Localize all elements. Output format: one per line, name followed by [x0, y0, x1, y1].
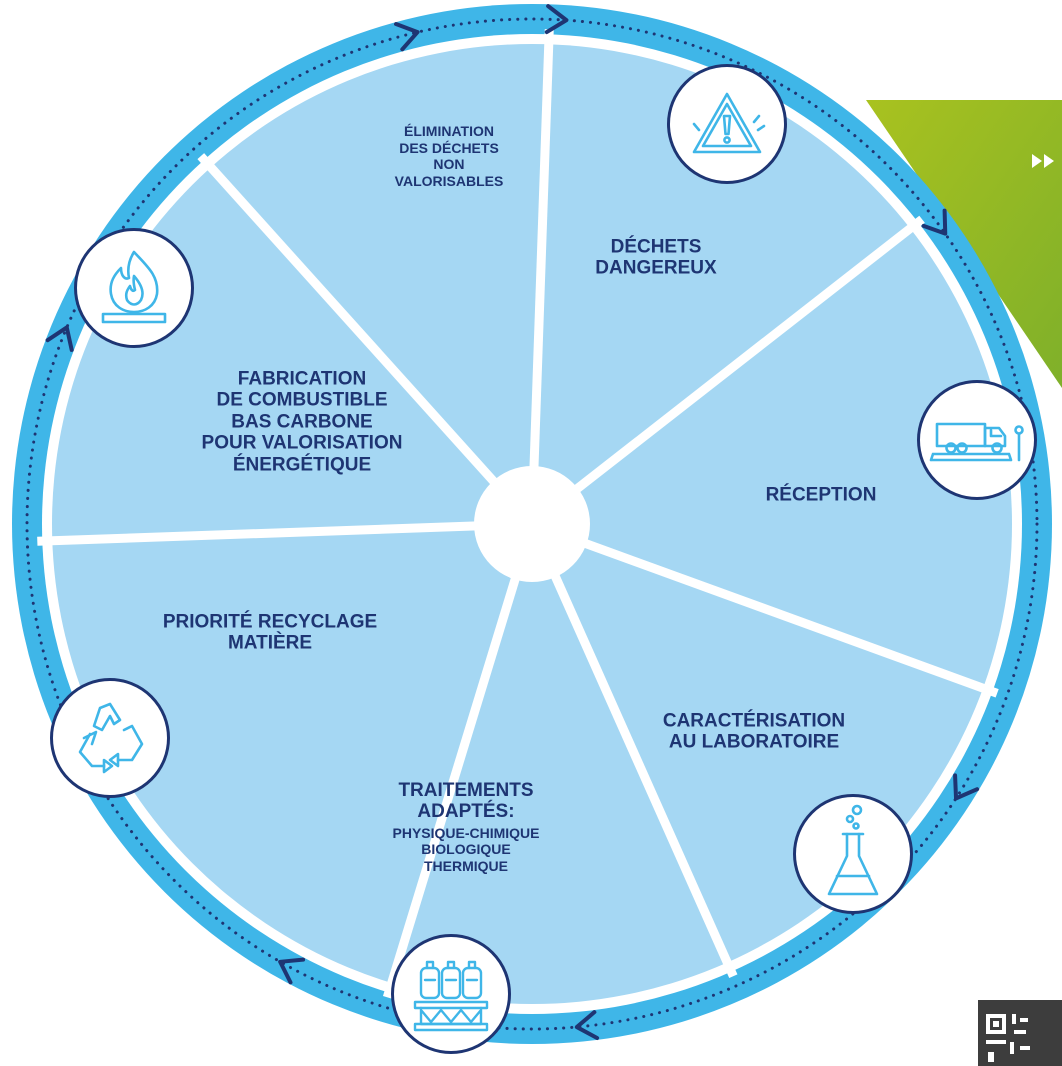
- truck-weighbridge-icon: [929, 422, 1024, 462]
- label-line: BAS CARBONE: [231, 411, 373, 433]
- segment-divider: [529, 215, 925, 528]
- label-line: DÉCHETS: [610, 236, 702, 258]
- qr-code-icon: [978, 1000, 1062, 1066]
- arrow-chevron: [278, 957, 306, 985]
- label-line: MATIÈRE: [227, 633, 313, 654]
- segment-divider: [530, 519, 999, 698]
- label-line: POUR VALORISATION: [201, 432, 403, 454]
- flask-badge: [793, 794, 913, 914]
- label-reception: RÉCEPTION: [766, 484, 877, 505]
- dotted-path: [25, 17, 1039, 1031]
- laboratory-flask-icon: [827, 804, 879, 896]
- segment-divider: [382, 522, 537, 999]
- segment-divider: [37, 519, 533, 546]
- label-line: AU LABORATOIRE: [668, 732, 840, 753]
- direction-arrow: [953, 773, 980, 801]
- label-line: DES DÉCHETS: [399, 139, 499, 156]
- warning-badge: [667, 64, 787, 184]
- wheel-hub: [474, 466, 590, 582]
- direction-arrow: [278, 957, 306, 985]
- label-line: BIOLOGIQUE: [421, 841, 511, 858]
- truck-badge: [917, 380, 1037, 500]
- arrow-chevron: [953, 773, 980, 801]
- direction-arrow: [544, 4, 569, 35]
- arrow-chevron: [921, 208, 948, 236]
- hazard-warning-icon: [692, 92, 766, 154]
- direction-arrow: [921, 208, 948, 236]
- label-line: THERMIQUE: [423, 857, 508, 874]
- label-line: PRIORITÉ RECYCLAGE: [162, 611, 378, 633]
- treatment-tanks-icon: [413, 960, 489, 1032]
- label-line: RÉCEPTION: [765, 484, 877, 506]
- label-line: ADAPTÉS:: [417, 801, 515, 823]
- label-line: DE COMBUSTIBLE: [216, 389, 388, 411]
- tanks-badge: [391, 934, 511, 1054]
- flame-badge: [74, 228, 194, 348]
- label-line: ÉLIMINATION: [404, 122, 494, 139]
- recycle-badge: [50, 678, 170, 798]
- segment-divider: [527, 29, 554, 525]
- label-line: NON: [433, 156, 465, 172]
- label-line: VALORISABLES: [394, 172, 504, 189]
- flame-burner-icon: [101, 250, 167, 324]
- arrow-chevron: [45, 325, 74, 352]
- direction-arrow: [394, 22, 420, 52]
- fast-forward-icon: [1032, 154, 1054, 168]
- label-line: FABRICATION: [237, 368, 367, 390]
- label-line: PHYSIQUE-CHIMIQUE: [392, 824, 540, 841]
- label-line: ÉNERGÉTIQUE: [232, 454, 372, 476]
- direction-arrow: [574, 1010, 600, 1041]
- label-line: TRAITEMENTS: [398, 779, 534, 801]
- arrow-chevron: [394, 22, 420, 52]
- label-line: CARACTÉRISATION: [662, 710, 846, 732]
- arrow-chevron: [544, 4, 569, 35]
- arrow-chevron: [574, 1010, 600, 1041]
- segment-divider: [527, 522, 738, 979]
- recycle-icon: [78, 702, 144, 774]
- segment-divider: [197, 153, 536, 528]
- label-line: DANGEREUX: [595, 258, 717, 279]
- direction-arrow: [45, 325, 74, 352]
